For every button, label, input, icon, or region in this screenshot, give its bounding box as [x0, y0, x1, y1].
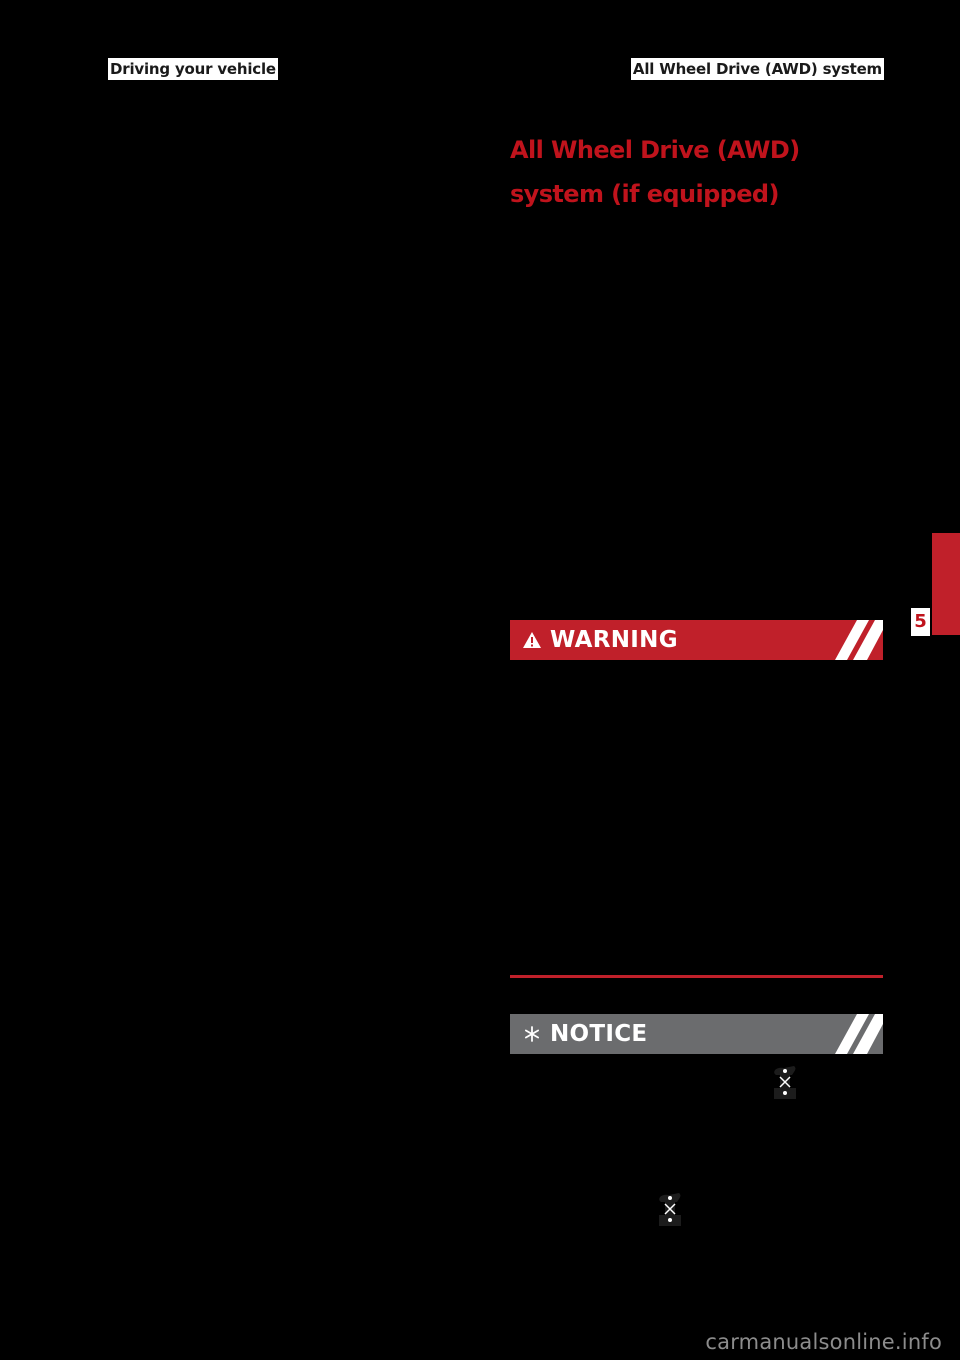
warning-label: WARNING [550, 627, 678, 653]
header-section-label: All Wheel Drive (AWD) system [630, 58, 884, 80]
chapter-number: 5 [911, 608, 930, 636]
notice-label: NOTICE [550, 1021, 648, 1047]
notice-callout-header: NOTICE [510, 1014, 883, 1054]
warning-triangle-icon [518, 631, 546, 649]
asterisk-icon [518, 1025, 546, 1043]
decorative-stripes-icon [835, 620, 883, 660]
decorative-stripes-icon [835, 1014, 883, 1054]
awd-indicator-icon [774, 1066, 796, 1099]
awd-indicator-icon [659, 1193, 681, 1226]
section-divider [510, 975, 883, 978]
warning-callout-header: WARNING [510, 620, 883, 660]
section-title: All Wheel Drive (AWD) system (if equippe… [510, 136, 800, 208]
watermark: carmanualsonline.info [705, 1330, 942, 1354]
header-chapter-label: Driving your vehicle [108, 58, 278, 80]
chapter-side-tab [932, 533, 960, 635]
